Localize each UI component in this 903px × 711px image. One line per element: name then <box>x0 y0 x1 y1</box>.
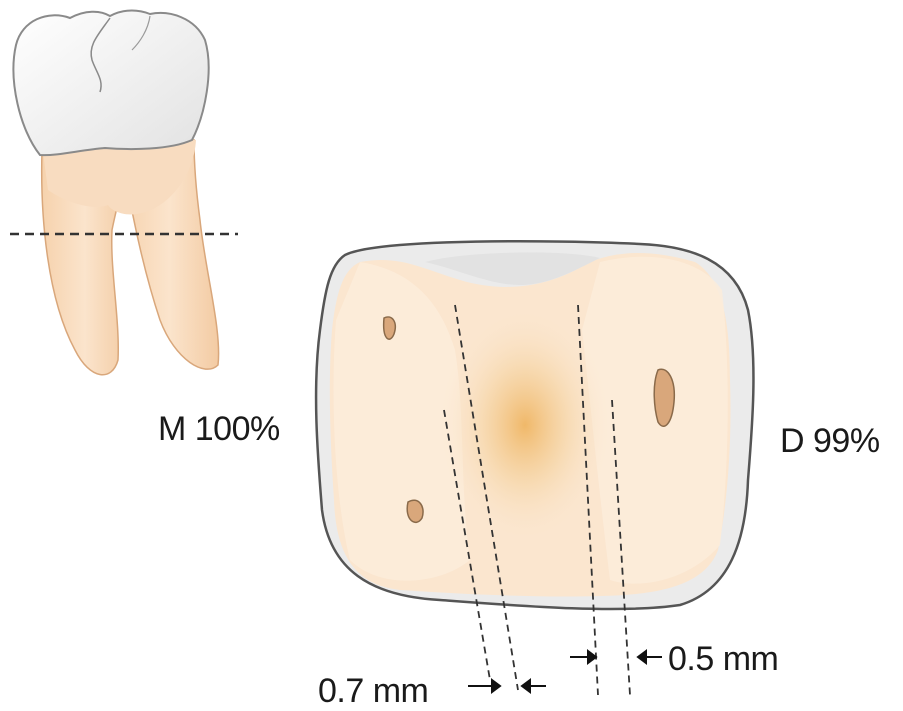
distal-canal <box>654 369 674 426</box>
mesiobuccal-canal <box>384 317 396 339</box>
mesiolingual-canal <box>407 500 423 522</box>
right-width-label: 0.5 mm <box>668 640 778 679</box>
arrow-right-icon <box>492 680 500 692</box>
distal-percentage-label: D 99% <box>780 422 880 461</box>
dimension-arrows <box>468 651 662 692</box>
root-cross-section <box>316 241 753 609</box>
molar-crown <box>13 11 208 156</box>
arrow-left-icon <box>522 680 530 692</box>
arrow-right-icon <box>588 651 596 663</box>
molar-side-view <box>10 11 238 375</box>
mesial-percentage-label: M 100% <box>158 410 280 449</box>
left-width-label: 0.7 mm <box>318 672 428 711</box>
arrow-left-icon <box>638 651 646 663</box>
